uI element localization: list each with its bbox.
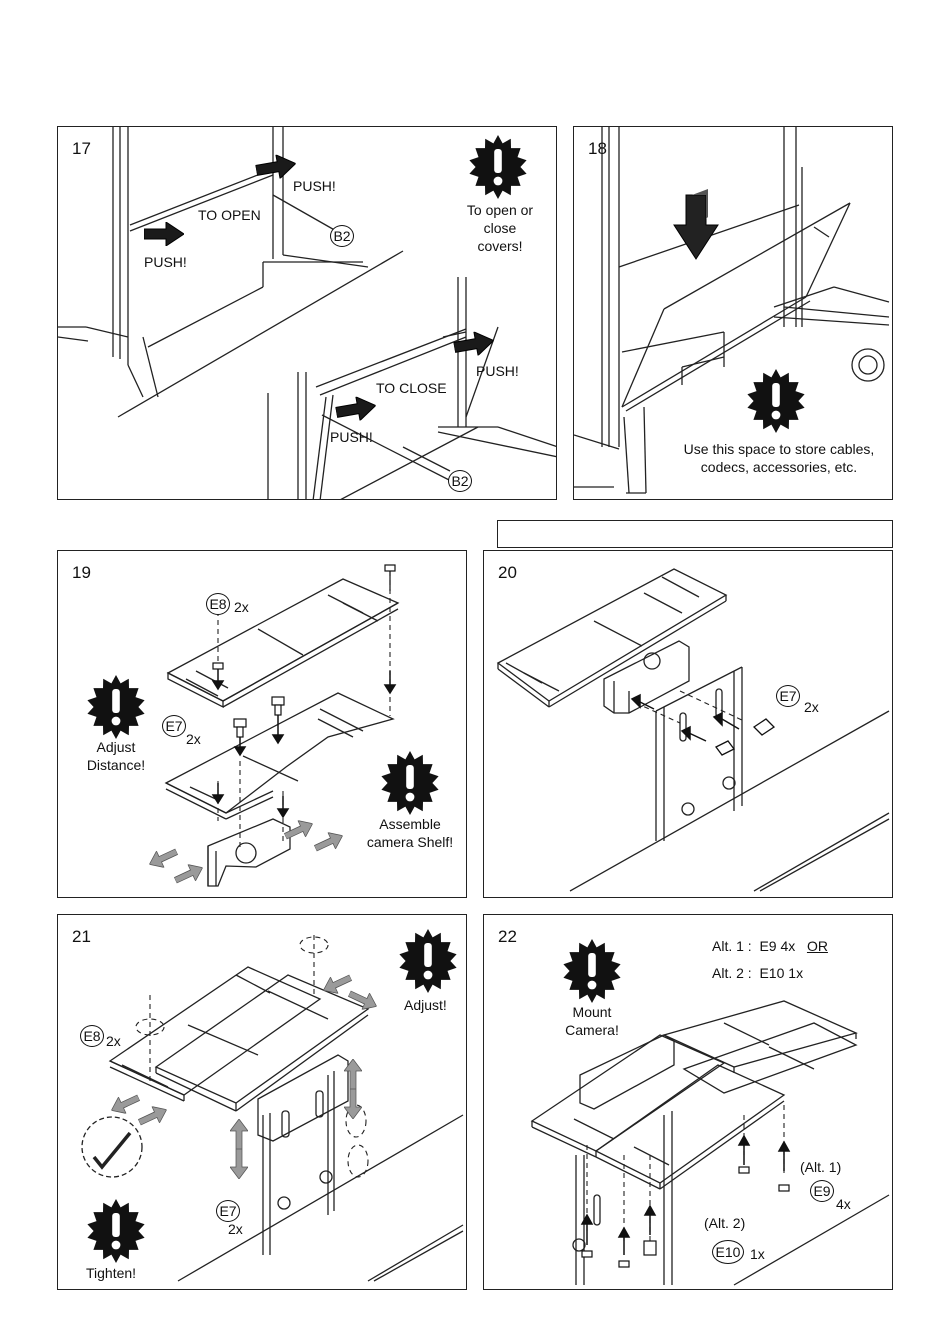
push-label-bottom: PUSH! bbox=[330, 429, 373, 445]
warning-icon bbox=[399, 929, 457, 993]
e8-quantity: 2x bbox=[106, 1033, 121, 1049]
to-open-label: TO OPEN bbox=[198, 207, 261, 223]
push-label-top: PUSH! bbox=[293, 178, 336, 194]
blank-note-strip bbox=[497, 520, 893, 548]
part-e9-callout: E9 bbox=[810, 1180, 834, 1202]
alt-2-tag: (Alt. 2) bbox=[704, 1215, 746, 1231]
step-number: 19 bbox=[72, 563, 91, 582]
push-label-left: PUSH! bbox=[144, 254, 187, 270]
warning-icon bbox=[87, 1199, 145, 1263]
alt-1-line: Alt. 1 : E9 4x OR bbox=[712, 938, 828, 954]
part-e7-callout: E7 bbox=[162, 715, 186, 737]
adjust-distance-note: Adjust Distance! bbox=[86, 739, 146, 773]
part-e10-callout: E10 bbox=[712, 1240, 744, 1264]
push-label-right: PUSH! bbox=[476, 363, 519, 379]
step-19-panel: 19 E8 2x E7 2x Adjust Distance! Assemble… bbox=[57, 550, 467, 898]
step-20-illustration bbox=[496, 568, 890, 892]
step-18-illustration bbox=[574, 127, 890, 494]
step-19-illustration bbox=[145, 564, 400, 889]
step-number: 22 bbox=[498, 927, 517, 946]
step-21-panel: 21 Adjust! E8 2x E7 2x Tighten! bbox=[57, 914, 467, 1290]
step-22-illustration bbox=[530, 1000, 890, 1286]
open-close-note: To open or close covers! bbox=[466, 202, 534, 254]
warning-icon bbox=[381, 751, 439, 815]
tighten-note: Tighten! bbox=[86, 1265, 137, 1281]
e7-quantity: 2x bbox=[804, 699, 819, 715]
part-e8-callout: E8 bbox=[206, 593, 230, 615]
e10-quantity: 1x bbox=[750, 1246, 765, 1262]
alt-2-quantity: 1x bbox=[788, 965, 804, 981]
step-number: 18 bbox=[588, 139, 607, 158]
alt-1-tag: (Alt. 1) bbox=[800, 1159, 842, 1175]
adjust-note: Adjust! bbox=[404, 997, 447, 1013]
alt-2-label: Alt. 2 : bbox=[712, 965, 752, 981]
e7-quantity: 2x bbox=[228, 1221, 243, 1237]
step-number: 21 bbox=[72, 927, 91, 946]
part-b2-callout-bottom: B2 bbox=[448, 470, 472, 492]
e8-quantity: 2x bbox=[234, 599, 249, 615]
step-number: 20 bbox=[498, 563, 517, 582]
alt-1-part: E9 bbox=[759, 938, 777, 954]
step-number: 17 bbox=[72, 139, 91, 158]
e7-quantity: 2x bbox=[186, 731, 201, 747]
warning-icon bbox=[747, 369, 805, 433]
alt-1-or: OR bbox=[806, 938, 828, 954]
to-close-label: TO CLOSE bbox=[376, 380, 447, 396]
part-e8-callout: E8 bbox=[80, 1025, 104, 1047]
step-20-panel: 20 E7 2x bbox=[483, 550, 893, 898]
alt-1-quantity: 4x bbox=[780, 938, 796, 954]
mount-camera-note: Mount Camera! bbox=[565, 1004, 619, 1038]
step-17-panel: 17 PUSH! TO OPEN B2 PUSH! To open or clo… bbox=[57, 126, 557, 500]
warning-icon bbox=[469, 135, 527, 199]
e9-quantity: 4x bbox=[836, 1196, 851, 1212]
assemble-shelf-note: Assemble camera Shelf! bbox=[366, 816, 454, 850]
part-b2-callout-top: B2 bbox=[330, 225, 354, 247]
step-18-panel: 18 Use this space to store cables, codec… bbox=[573, 126, 893, 500]
step-22-panel: 22 Mount Camera! Alt. 1 : E9 4x OR Alt. … bbox=[483, 914, 893, 1290]
part-e7-callout: E7 bbox=[216, 1200, 240, 1222]
alt-2-line: Alt. 2 : E10 1x bbox=[712, 965, 803, 981]
step-21-illustration bbox=[81, 935, 464, 1282]
part-e7-callout: E7 bbox=[776, 685, 800, 707]
alt-2-part: E10 bbox=[759, 965, 785, 981]
storage-note: Use this space to store cables, codecs, … bbox=[683, 441, 875, 475]
warning-icon bbox=[563, 939, 621, 1003]
step-17-illustration bbox=[58, 127, 556, 499]
warning-icon bbox=[87, 675, 145, 739]
alt-1-label: Alt. 1 : bbox=[712, 938, 752, 954]
